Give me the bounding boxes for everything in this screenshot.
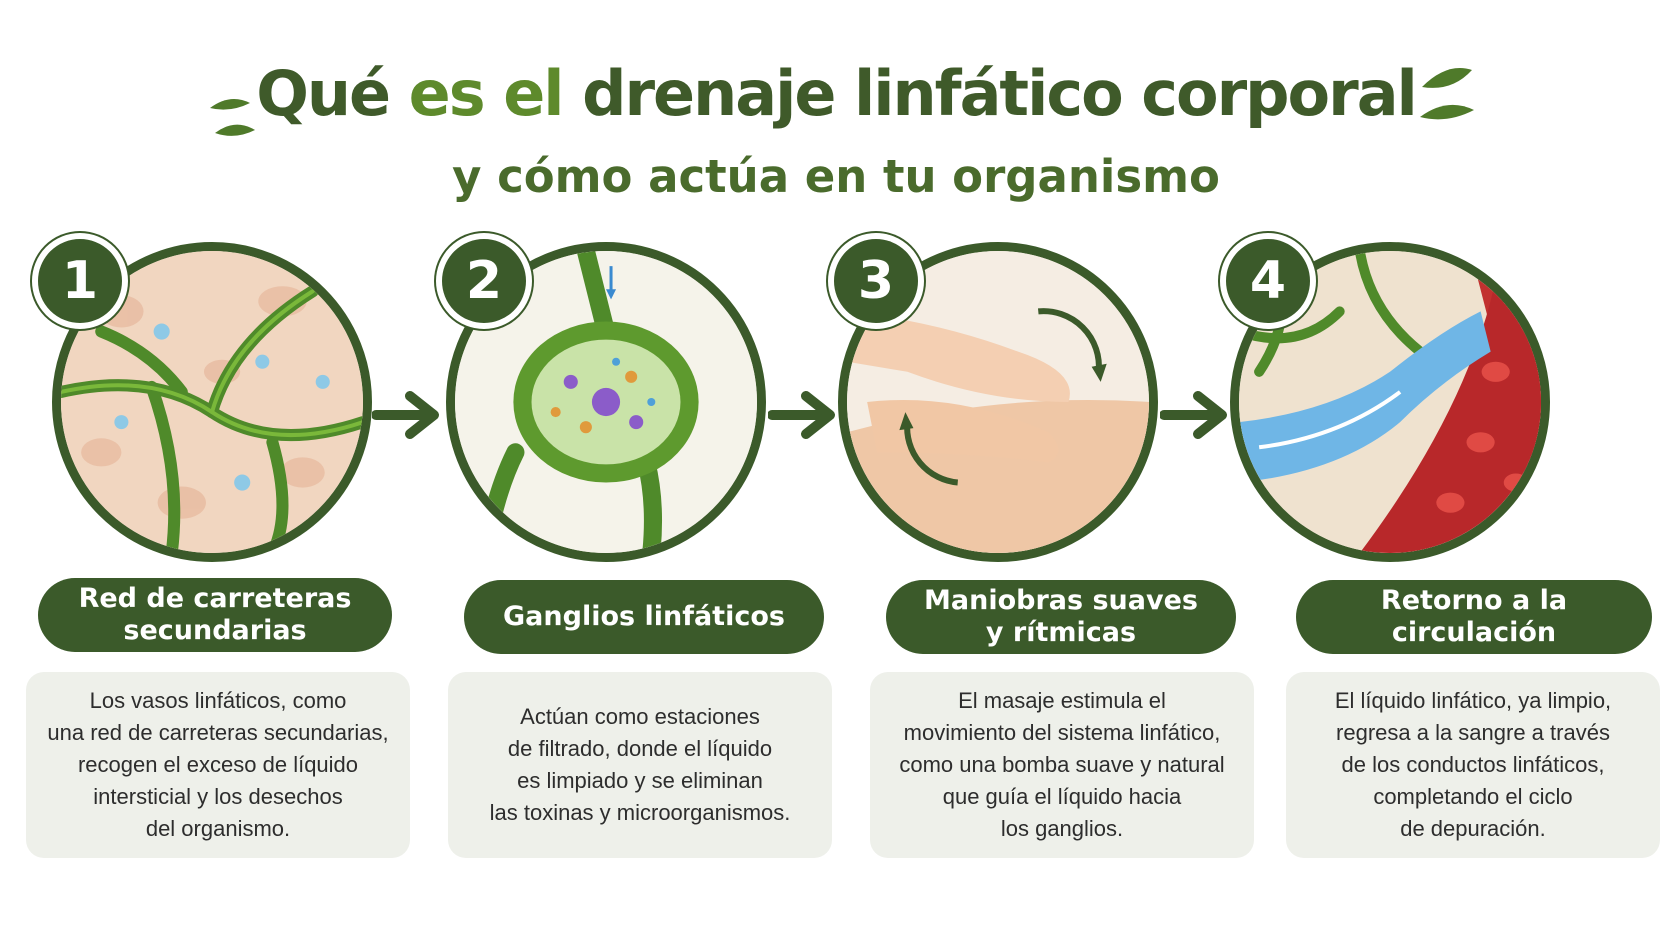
step-1-number: 1: [32, 233, 128, 329]
step-3-description: El masaje estimula el movimiento del sis…: [870, 672, 1254, 858]
step-1-description: Los vasos linfáticos, como una red de ca…: [26, 672, 410, 858]
step-3-number: 3: [828, 233, 924, 329]
page-title: Qué es el drenaje linfático corporal: [0, 57, 1672, 130]
step-2-label: Ganglios linfáticos: [464, 580, 824, 654]
leaf-right-icon: [1420, 68, 1474, 120]
title-part1: Qué: [256, 57, 409, 130]
step-1-label: Red de carreteras secundarias: [38, 578, 392, 652]
arrow-right-icon: [372, 391, 439, 439]
step-2-description: Actúan como estaciones de filtrado, dond…: [448, 672, 832, 858]
step-3-label: Maniobras suaves y rítmicas: [886, 580, 1236, 654]
title-part3: drenaje linfático corporal: [562, 57, 1418, 130]
step-3-illustration: [838, 242, 1158, 562]
step-2-illustration: [446, 242, 766, 562]
arrow-right-icon: [1160, 391, 1227, 439]
leaf-left-icon: [210, 99, 255, 136]
title-part2: es el: [408, 57, 565, 130]
step-4-description: El líquido linfático, ya limpio, regresa…: [1286, 672, 1660, 858]
arrow-right-icon: [768, 391, 835, 439]
step-2-number: 2: [436, 233, 532, 329]
massage-hands-icon: [847, 251, 1149, 553]
step-4-label: Retorno a la circulación: [1296, 580, 1652, 654]
page-subtitle: y cómo actúa en tu organismo: [452, 150, 1220, 203]
step-4-number: 4: [1220, 233, 1316, 329]
